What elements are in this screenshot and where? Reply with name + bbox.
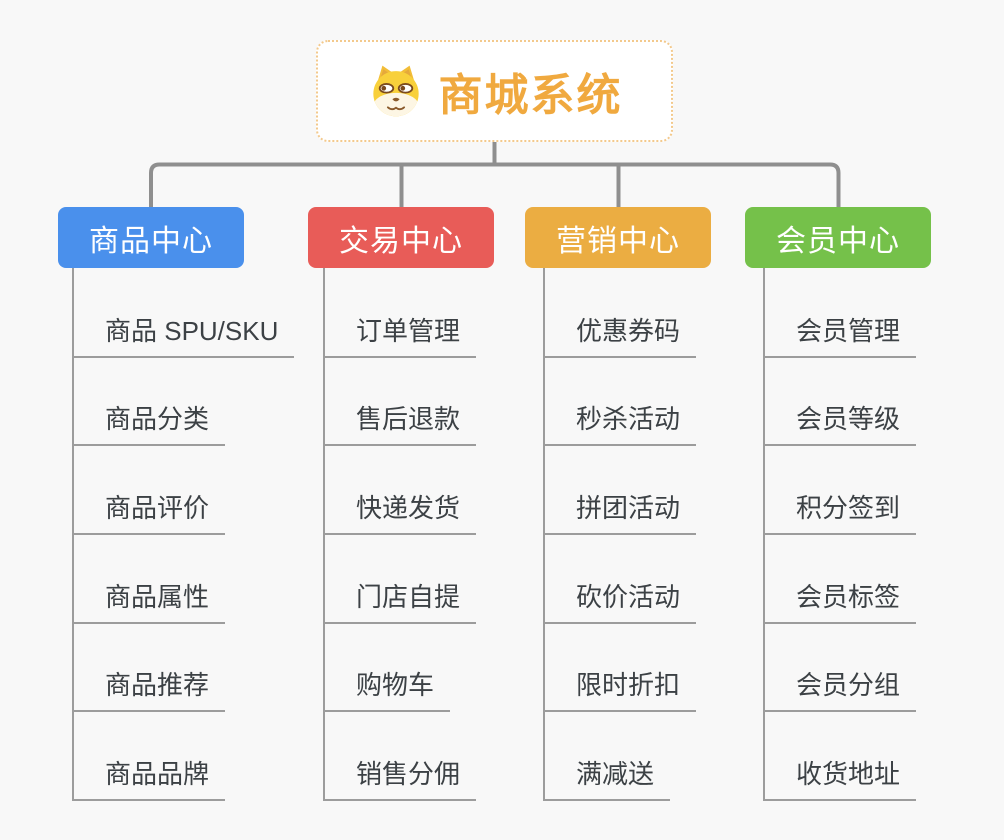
branch-column-product: 商品 SPU/SKU 商品分类 商品评价 商品属性 商品推荐 商品品牌 <box>72 0 352 840</box>
root-title: 商城系统 <box>438 71 623 120</box>
leaf-node[interactable]: 会员管理 <box>763 312 917 358</box>
leaf-node[interactable]: 收货地址 <box>763 755 917 801</box>
branch-column-trade: 订单管理 售后退款 快递发货 门店自提 购物车 销售分佣 <box>323 0 603 840</box>
leaf-node[interactable]: 优惠券码 <box>543 312 697 358</box>
leaf-node[interactable]: 会员等级 <box>763 400 917 446</box>
leaf-node[interactable]: 门店自提 <box>323 578 477 624</box>
leaf-node[interactable]: 售后退款 <box>323 400 477 446</box>
branch-marketing-center[interactable]: 营销中心 <box>525 207 711 268</box>
leaf-node[interactable]: 商品分类 <box>72 400 226 446</box>
leaf-node[interactable]: 商品品牌 <box>72 755 226 801</box>
branch-column-member: 会员管理 会员等级 积分签到 会员标签 会员分组 收货地址 <box>763 0 1004 840</box>
leaf-node[interactable]: 商品评价 <box>72 489 226 535</box>
leaf-node[interactable]: 限时折扣 <box>543 666 697 712</box>
leaf-node[interactable]: 砍价活动 <box>543 578 697 624</box>
leaf-node[interactable]: 积分签到 <box>763 489 917 535</box>
branch-trade-center[interactable]: 交易中心 <box>308 207 494 268</box>
branch-column-marketing: 优惠券码 秒杀活动 拼团活动 砍价活动 限时折扣 满减送 <box>543 0 823 840</box>
branch-member-center[interactable]: 会员中心 <box>745 207 931 268</box>
leaf-node[interactable]: 购物车 <box>323 666 451 712</box>
leaf-node[interactable]: 商品 SPU/SKU <box>72 312 295 358</box>
leaf-node[interactable]: 商品推荐 <box>72 666 226 712</box>
leaf-node[interactable]: 快递发货 <box>323 489 477 535</box>
leaf-node[interactable]: 订单管理 <box>323 312 477 358</box>
leaf-node[interactable]: 会员分组 <box>763 666 917 712</box>
leaf-node[interactable]: 秒杀活动 <box>543 400 697 446</box>
root-node[interactable]: 商城系统 <box>316 40 673 142</box>
branch-product-center[interactable]: 商品中心 <box>58 207 244 268</box>
doge-icon <box>372 65 419 117</box>
leaf-node[interactable]: 商品属性 <box>72 578 226 624</box>
leaf-node[interactable]: 满减送 <box>543 755 671 801</box>
leaf-node[interactable]: 销售分佣 <box>323 755 477 801</box>
leaf-node[interactable]: 会员标签 <box>763 578 917 624</box>
leaf-node[interactable]: 拼团活动 <box>543 489 697 535</box>
